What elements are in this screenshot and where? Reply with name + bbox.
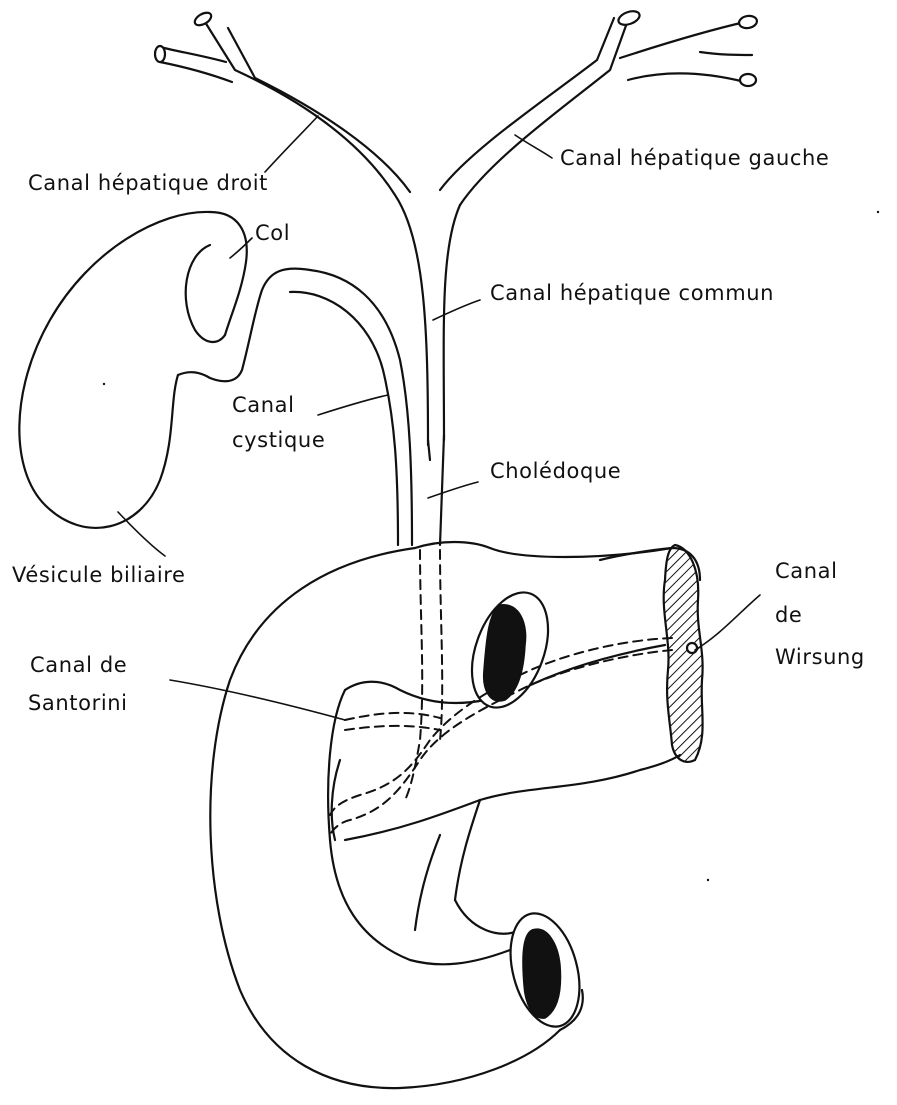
gallbladder [19, 212, 412, 545]
gallbladder-neck [210, 212, 247, 335]
label-canal-hepatique-droit: Canal hépatique droit [28, 171, 268, 195]
label-canal-cystique-1: Canal [232, 393, 295, 417]
common-hepatic-duct [428, 440, 430, 460]
label-canal-cystique-2: cystique [232, 428, 325, 452]
label-canal-santorini-2: Santorini [28, 691, 128, 715]
label-canal-hepatique-gauche: Canal hépatique gauche [560, 146, 829, 170]
label-col: Col [255, 221, 290, 245]
leader-lines [118, 116, 760, 720]
label-canal-wirsung-3: Wirsung [775, 645, 865, 669]
right-hepatic-duct [205, 22, 428, 445]
duodenum-pancreas [210, 542, 700, 1088]
label-canal-wirsung-2: de [775, 603, 802, 627]
santorini-duct [345, 713, 440, 720]
scan-specks [103, 211, 879, 881]
label-canal-wirsung-1: Canal [775, 559, 838, 583]
label-canal-santorini-1: Canal de [30, 653, 127, 677]
label-choledoque: Cholédoque [490, 459, 621, 483]
bile-duct-intrapancreatic [405, 550, 422, 800]
hepatic-duct-tree [155, 9, 758, 545]
label-vesicule-biliaire: Vésicule biliaire [12, 563, 186, 587]
pancreas-cut-section [664, 545, 703, 762]
duodenal-lumen-upper [458, 582, 563, 718]
label-canal-hepatique-commun: Canal hépatique commun [490, 281, 774, 305]
